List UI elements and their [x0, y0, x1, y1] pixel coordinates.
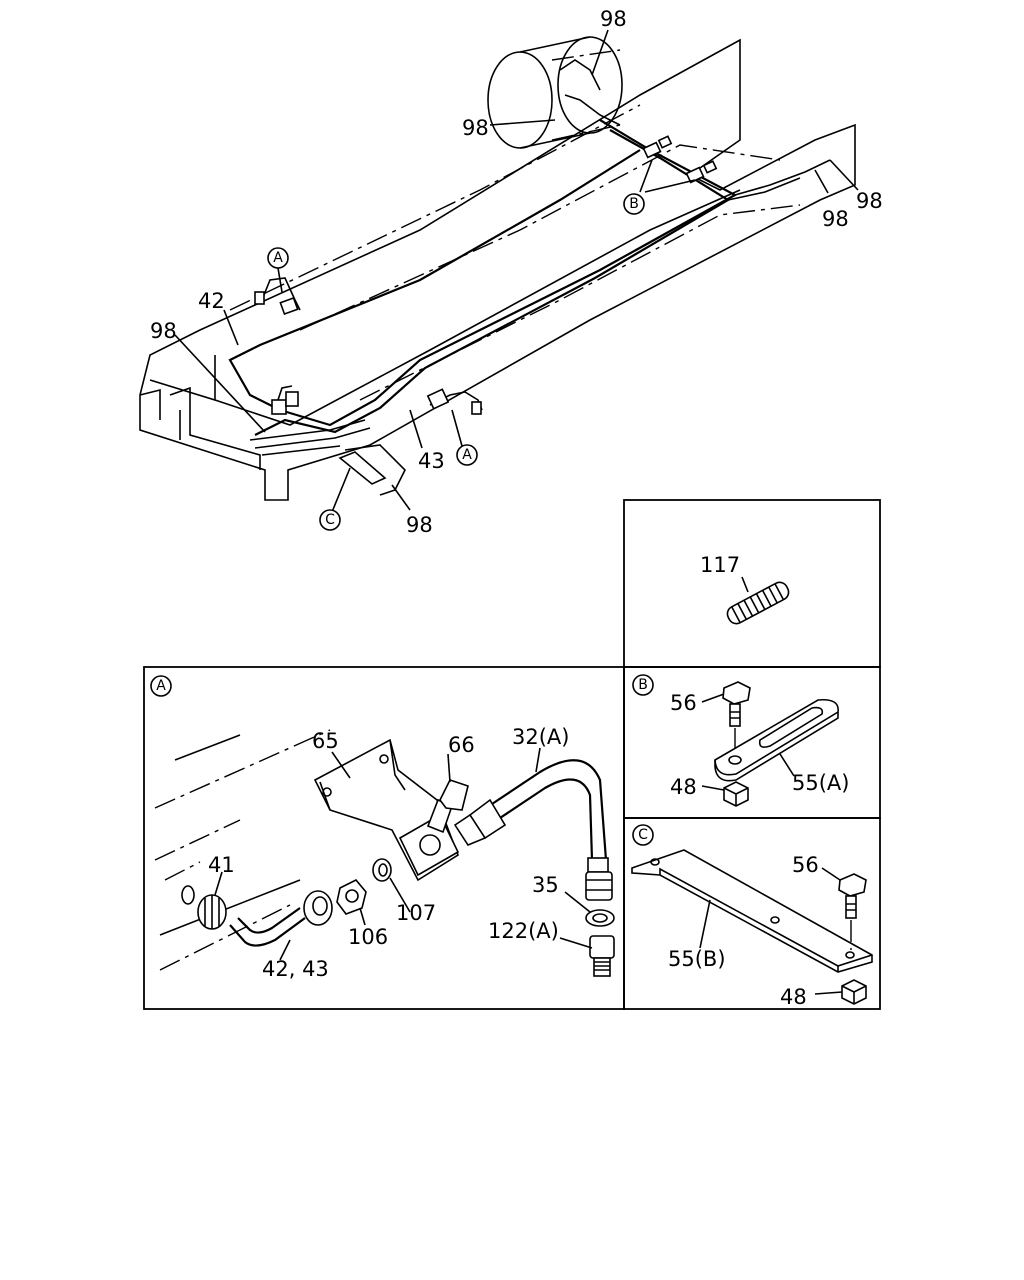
detail-b-title: B: [632, 674, 654, 696]
frame-rail-upper: [139, 38, 856, 501]
detail-b-labels: 56 48 55(A): [670, 691, 849, 799]
bracket-c-overview: [338, 451, 387, 485]
label-98-top-b: 98: [462, 116, 489, 140]
label-48-c: 48: [780, 985, 807, 1009]
detail-a-frame-hidden: [154, 729, 331, 971]
fuel-pipe-right-extension: [727, 159, 831, 201]
part-35-washer: [585, 909, 615, 927]
label-98-right-b: 98: [822, 207, 849, 231]
label-55b: 55(B): [668, 947, 726, 971]
part-106-nut: [336, 879, 367, 915]
part-48-nut-c: [841, 979, 867, 1005]
label-98-bottom: 98: [406, 513, 433, 537]
label-42: 42: [198, 289, 225, 313]
fuel-pipe-43: [254, 129, 731, 436]
detail-c-labels: 56 55(B) 48: [668, 853, 819, 1009]
frame-hidden-line-3: [359, 204, 801, 401]
label-122a: 122(A): [488, 919, 559, 943]
part-55b-bracket: [631, 849, 873, 973]
ref-circle-a-top: A: [267, 247, 289, 269]
tank-hoses-98: [559, 59, 621, 126]
detail-a-title: A: [150, 675, 172, 697]
ref-circle-a-mid: A: [456, 444, 478, 466]
part-122a-fitting: [589, 935, 615, 977]
svg-text:B: B: [638, 677, 648, 693]
fitting-a-top: [254, 277, 301, 316]
detail-box-c: [623, 817, 881, 1010]
part-56-bolt-c: [838, 873, 867, 919]
fuel-tank: [487, 36, 623, 149]
label-42-43: 42, 43: [262, 957, 329, 981]
part-56-bolt-b: [722, 681, 751, 727]
label-117: 117: [700, 553, 740, 577]
detail-a-leaders: [214, 747, 593, 961]
fitting-left-cluster: [271, 385, 299, 415]
chassis-overview: [139, 29, 859, 513]
detail-b-content: B: [632, 674, 839, 807]
label-43: 43: [418, 449, 445, 473]
part-41-grommet: [181, 885, 227, 930]
fitting-a-mid: [426, 388, 483, 415]
part-42-43-pipe: [229, 890, 333, 947]
part-117-spring: [726, 576, 790, 625]
frame-crossmember-left: [139, 386, 261, 470]
fuel-pipe-42: [228, 119, 738, 427]
hose-98-left: [249, 419, 406, 496]
detail-box-117: [623, 499, 881, 668]
detail-a-labels: 65 66 32(A) 35 122(A) 41 106 107 42, 43: [208, 725, 569, 981]
detail-c-title: C: [632, 824, 654, 846]
label-65: 65: [312, 729, 339, 753]
part-48-nut-b: [723, 781, 749, 807]
frame-hidden-line-2: [299, 144, 781, 331]
label-107: 107: [396, 901, 436, 925]
leader-lines-overview: [174, 29, 859, 513]
detail-box-a: [143, 666, 625, 1010]
frame-rail-inner: [149, 189, 741, 440]
detail-a-content: A: [150, 675, 615, 977]
part-66-bolt: [426, 779, 469, 834]
svg-text:C: C: [325, 512, 335, 528]
label-35: 35: [532, 873, 559, 897]
label-56-c: 56: [792, 853, 819, 877]
label-66: 66: [448, 733, 475, 757]
label-56-b: 56: [670, 691, 697, 715]
part-107-washer: [372, 858, 392, 882]
detail-c-content: C: [631, 824, 873, 1005]
label-32a: 32(A): [512, 725, 569, 749]
svg-text:B: B: [629, 196, 639, 212]
label-41: 41: [208, 853, 235, 877]
svg-text:A: A: [273, 250, 283, 266]
overview-labels: 98 98 98 98 98 98 42 43 A A B C: [150, 7, 883, 537]
ref-circle-b: B: [623, 193, 645, 215]
label-98-right-a: 98: [856, 189, 883, 213]
ref-circle-c: C: [319, 509, 341, 531]
detail-a-frame-edge: [159, 734, 301, 936]
label-48-b: 48: [670, 775, 697, 799]
label-98-left: 98: [150, 319, 177, 343]
label-106: 106: [348, 925, 388, 949]
svg-text:A: A: [156, 678, 166, 694]
svg-text:A: A: [462, 447, 472, 463]
svg-text:C: C: [638, 827, 648, 843]
label-55a: 55(A): [792, 771, 849, 795]
label-98-top-a: 98: [600, 7, 627, 31]
clamps-b-overview: [642, 135, 718, 184]
part-32a-hose: [453, 759, 613, 901]
